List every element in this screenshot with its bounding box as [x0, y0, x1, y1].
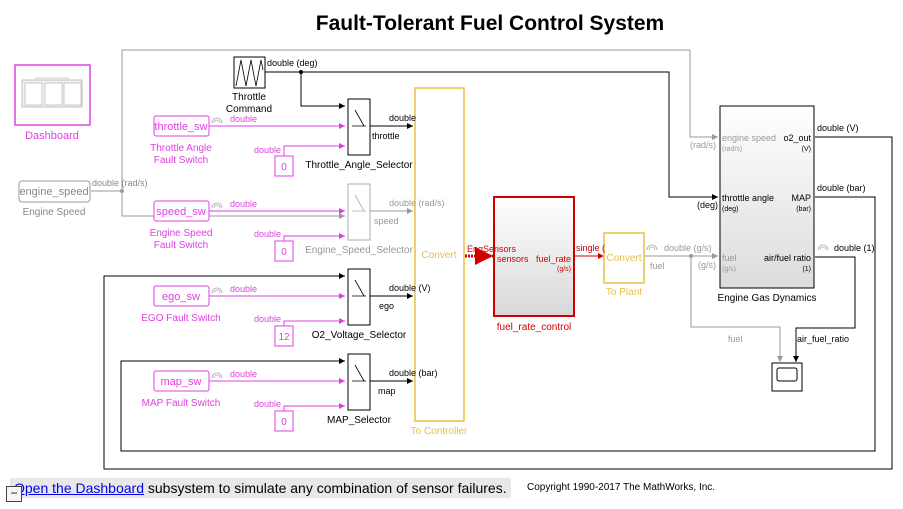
svg-text:double (1): double (1): [834, 243, 875, 253]
svg-text:double (bar): double (bar): [389, 368, 438, 378]
throttle-command-block[interactable]: [233, 56, 266, 89]
svg-text:ego: ego: [379, 301, 394, 311]
signal-log-icons: [211, 117, 829, 379]
svg-text:sensors: sensors: [497, 254, 529, 264]
throttle-sw-block[interactable]: throttle_sw: [153, 115, 210, 137]
fuel-rate-control-block[interactable]: sensors fuel_rate (g/s): [493, 196, 575, 317]
svg-text:map: map: [378, 386, 396, 396]
to-controller-block[interactable]: Convert: [414, 87, 465, 422]
const-map[interactable]: 0: [274, 410, 294, 432]
svg-text:double: double: [230, 114, 257, 124]
to-controller-label: To Controller: [411, 426, 468, 437]
map-selector-block[interactable]: [347, 353, 371, 411]
svg-text:ego_sw: ego_sw: [162, 291, 200, 303]
ego-sw-label: EGO Fault Switch: [141, 313, 220, 324]
svg-text:EngSensors: EngSensors: [467, 244, 517, 254]
svg-text:(1): (1): [802, 266, 811, 273]
to-plant-label: To Plant: [606, 287, 642, 298]
svg-text:Convert: Convert: [606, 253, 641, 264]
engine-gas-dynamics-block[interactable]: engine speed (rad/s) throttle angle (deg…: [719, 105, 815, 289]
speed-selector-block[interactable]: [347, 183, 371, 241]
ego-sw-block[interactable]: ego_sw: [153, 285, 210, 307]
throttle-selector-label: Throttle_Angle_Selector: [305, 160, 413, 171]
svg-text:double (deg): double (deg): [267, 58, 318, 68]
engine-speed-label: Engine Speed: [23, 207, 86, 218]
throttle-selector-block[interactable]: [347, 98, 371, 156]
svg-text:fuel: fuel: [722, 253, 737, 263]
svg-text:fuel: fuel: [728, 334, 743, 344]
svg-text:double: double: [254, 229, 281, 239]
svg-text:12: 12: [278, 332, 290, 343]
engine-speed-inport[interactable]: engine_speed: [18, 180, 91, 203]
dashboard-block[interactable]: [14, 64, 91, 126]
map-sw-label: MAP Fault Switch: [142, 398, 221, 409]
const-speed[interactable]: 0: [274, 240, 294, 262]
open-dashboard-link[interactable]: Open the Dashboard: [14, 480, 144, 496]
svg-text:(rad/s): (rad/s): [690, 140, 716, 150]
svg-text:speed_sw: speed_sw: [156, 206, 206, 218]
svg-text:engine_speed: engine_speed: [19, 186, 88, 198]
const-throttle[interactable]: 0: [274, 155, 294, 177]
svg-text:double (g/s): double (g/s): [664, 243, 712, 253]
svg-text:double: double: [254, 314, 281, 324]
speed-selector-label: Engine_Speed_Selector: [305, 245, 414, 256]
fuel-rate-control-label: fuel_rate_control: [497, 322, 572, 333]
svg-text:throttle_sw: throttle_sw: [154, 121, 207, 133]
svg-text:Convert: Convert: [421, 250, 456, 261]
o2-selector-block[interactable]: [347, 268, 371, 326]
svg-text:engine speed: engine speed: [722, 133, 776, 143]
svg-text:double: double: [254, 145, 281, 155]
svg-text:(g/s): (g/s): [722, 266, 736, 273]
svg-text:air_fuel_ratio: air_fuel_ratio: [797, 334, 849, 344]
svg-text:0: 0: [281, 162, 287, 173]
svg-text:double (rad/s): double (rad/s): [92, 178, 148, 188]
engine-gas-dynamics-label: Engine Gas Dynamics: [718, 293, 817, 304]
svg-text:(g/s): (g/s): [557, 266, 571, 273]
svg-text:double: double: [389, 113, 416, 123]
map-sw-block[interactable]: map_sw: [153, 370, 210, 392]
svg-text:speed: speed: [374, 216, 399, 226]
svg-text:double (V): double (V): [389, 283, 431, 293]
svg-text:o2_out: o2_out: [783, 133, 811, 143]
footer-note: Open the Dashboard subsystem to simulate…: [10, 478, 511, 498]
collapse-button[interactable]: −: [6, 486, 22, 502]
copyright: Copyright 1990-2017 The MathWorks, Inc.: [527, 482, 716, 493]
svg-text:double: double: [254, 399, 281, 409]
svg-text:fuel_rate: fuel_rate: [536, 254, 571, 264]
svg-text:(bar): (bar): [796, 206, 811, 213]
o2-selector-label: O2_Voltage_Selector: [312, 330, 407, 341]
svg-text:(g/s): (g/s): [698, 260, 716, 270]
svg-text:MAP: MAP: [791, 193, 811, 203]
svg-text:double: double: [230, 369, 257, 379]
svg-text:double (rad/s): double (rad/s): [389, 198, 445, 208]
svg-text:fuel: fuel: [650, 261, 665, 271]
svg-text:throttle: throttle: [372, 131, 400, 141]
svg-text:0: 0: [281, 417, 287, 428]
svg-text:double: double: [230, 199, 257, 209]
svg-text:air/fuel ratio: air/fuel ratio: [764, 253, 811, 263]
svg-text:(rad/s): (rad/s): [722, 146, 742, 153]
svg-text:map_sw: map_sw: [161, 376, 202, 388]
dashboard-label: Dashboard: [25, 130, 79, 142]
svg-text:double (V): double (V): [817, 123, 859, 133]
svg-text:(deg): (deg): [722, 206, 738, 213]
svg-text:(V): (V): [802, 146, 811, 153]
map-selector-label: MAP_Selector: [327, 415, 392, 426]
page-title: Fault-Tolerant Fuel Control System: [315, 12, 665, 35]
svg-text:single (: single (: [576, 243, 605, 253]
const-ego[interactable]: 12: [274, 325, 294, 347]
speed-sw-block[interactable]: speed_sw: [153, 200, 210, 222]
svg-text:double (bar): double (bar): [817, 183, 866, 193]
svg-text:0: 0: [281, 247, 287, 258]
svg-text:throttle angle: throttle angle: [722, 193, 774, 203]
svg-text:double: double: [230, 284, 257, 294]
to-plant-block[interactable]: Convert: [603, 232, 645, 284]
svg-text:(deg): (deg): [697, 200, 718, 210]
scope-block[interactable]: [771, 362, 803, 392]
footer-text: subsystem to simulate any combination of…: [143, 480, 507, 496]
